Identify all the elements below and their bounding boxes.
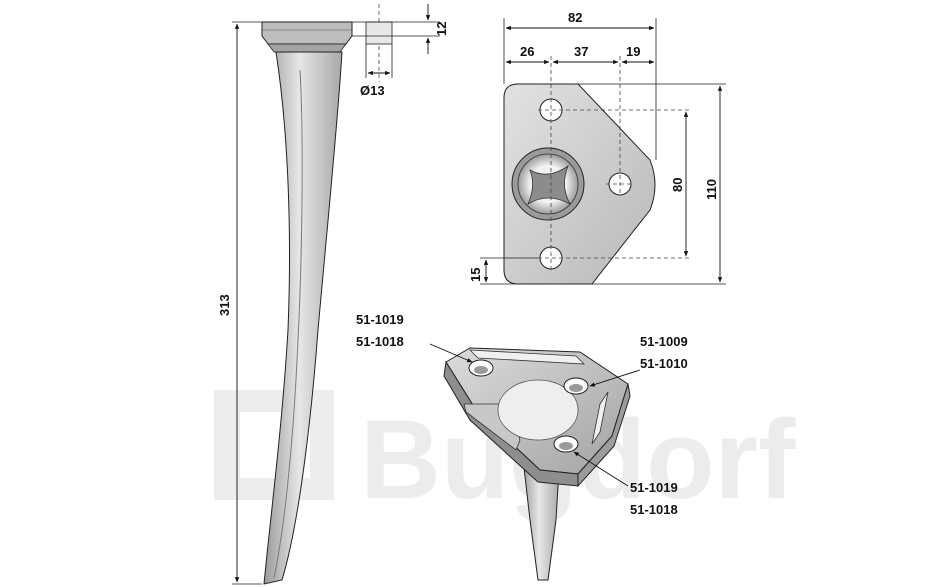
dimension-flange-thickness: 12 xyxy=(352,4,449,54)
callout-bottom-line2: 51-1018 xyxy=(630,502,678,517)
callout-right-line1: 51-1009 xyxy=(640,334,688,349)
plate-width-dimensions: 82 26 37 19 xyxy=(503,10,657,160)
dimension-12-label: 12 xyxy=(434,22,449,36)
callout-right: 51-1009 51-1010 xyxy=(589,334,688,387)
callout-bottom: 51-1019 51-1018 xyxy=(573,451,678,517)
callout-top-left-line2: 51-1018 xyxy=(356,334,404,349)
callout-bottom-line1: 51-1019 xyxy=(630,480,678,495)
dimension-110-label: 110 xyxy=(704,179,719,200)
mounting-plate-top-view xyxy=(503,56,690,285)
dimension-37-label: 37 xyxy=(574,44,588,59)
callout-top-left-line1: 51-1019 xyxy=(356,312,404,327)
dimension-82-label: 82 xyxy=(568,10,582,25)
dimension-313-label: 313 xyxy=(217,294,232,316)
callout-right-line2: 51-1010 xyxy=(640,356,688,371)
dimension-80-label: 80 xyxy=(670,178,685,192)
dimension-19-label: 19 xyxy=(626,44,640,59)
dimension-length: 313 xyxy=(217,21,262,585)
dimension-26-label: 26 xyxy=(520,44,534,59)
dimension-hole-diameter: Ø13 xyxy=(360,44,393,98)
plate-3d-view xyxy=(443,347,631,581)
plate-height-dimensions: 110 80 15 xyxy=(468,83,726,285)
tine-side-view xyxy=(261,4,393,585)
dimension-15-label: 15 xyxy=(468,268,483,282)
dimension-d13-label: Ø13 xyxy=(360,83,385,98)
callout-top-left: 51-1019 51-1018 xyxy=(356,312,473,363)
